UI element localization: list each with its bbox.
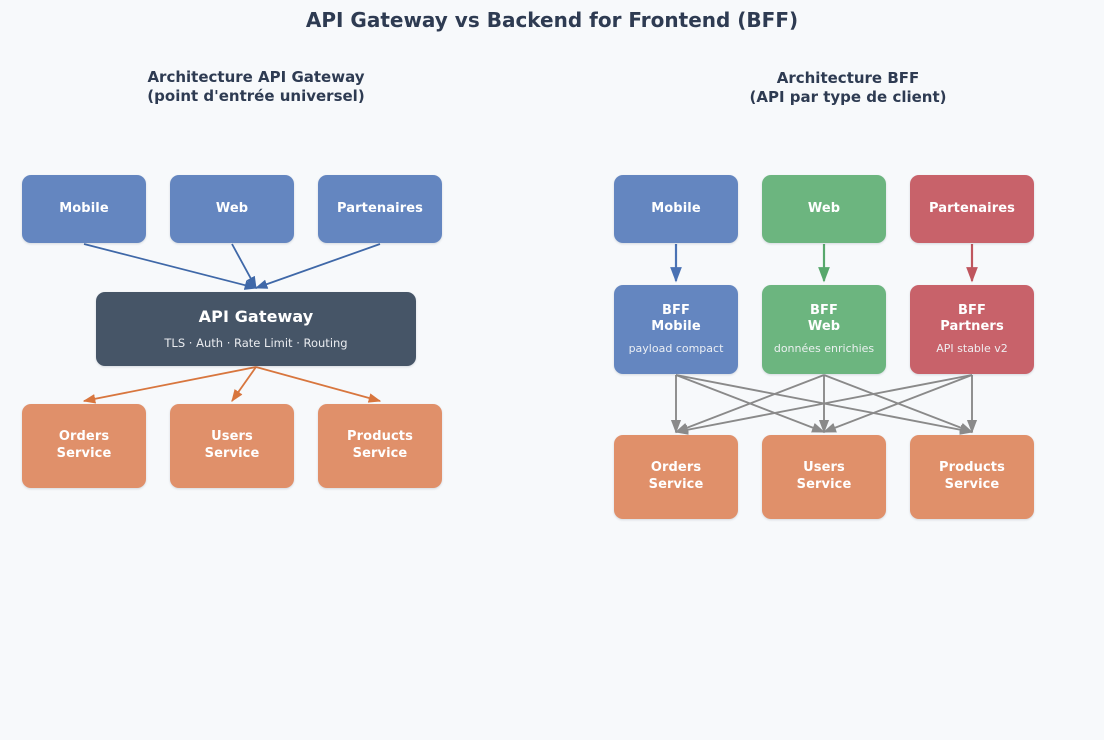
node-subtitle: TLS · Auth · Rate Limit · Routing [164,335,348,350]
edge-arrow [231,243,257,290]
edge-arrow [82,366,257,404]
node-label: Web [807,200,841,216]
panel-heading-line1: Architecture BFF [776,69,920,87]
node-bff-partners[interactable]: BFF Partners API stable v2 [910,285,1034,374]
panel-heading-line2: (API par type de client) [749,87,947,106]
edge-arrow [675,374,974,435]
edge-arrow [674,374,973,435]
node-label: BFF Web [807,302,841,335]
node-label: Users Service [796,460,852,492]
edge-arrow [822,374,973,433]
node-subtitle: API stable v2 [936,342,1008,356]
node-right-client-partenaires[interactable]: Partenaires [910,175,1034,243]
node-subtitle: payload compact [628,342,724,356]
node-label: Orders Service [56,429,112,461]
node-left-client-mobile[interactable]: Mobile [22,175,146,243]
node-left-client-partenaires[interactable]: Partenaires [318,175,442,243]
node-bff-mobile[interactable]: BFF Mobile payload compact [614,285,738,374]
node-left-service-orders[interactable]: Orders Service [22,404,146,488]
node-label: BFF Mobile [651,302,701,335]
node-label: Orders Service [648,460,704,492]
edge-arrow [823,374,974,433]
node-left-service-users[interactable]: Users Service [170,404,294,488]
edge-arrow [255,366,382,403]
node-label: Mobile [651,200,701,216]
node-right-client-web[interactable]: Web [762,175,886,243]
edge-arrow [675,374,826,433]
node-left-service-products[interactable]: Products Service [318,404,442,488]
edge-arrow [254,243,381,289]
page-title: API Gateway vs Backend for Frontend (BFF… [305,8,799,32]
node-label: Products Service [347,429,413,461]
edge-arrow [674,374,825,433]
node-subtitle: données enrichies [773,342,875,356]
edge-arrow [231,366,257,403]
edge-arrow [83,243,258,290]
node-label: Web [215,200,249,216]
node-label: Partenaires [337,200,423,216]
node-bff-web[interactable]: BFF Web données enrichies [762,285,886,374]
node-right-client-mobile[interactable]: Mobile [614,175,738,243]
panel-heading-line1: Architecture API Gateway [147,68,365,86]
node-label: Mobile [59,200,109,216]
panel-heading-api-gateway: Architecture API Gateway (point d'entrée… [56,68,456,106]
node-api-gateway[interactable]: API Gateway TLS · Auth · Rate Limit · Ro… [96,292,416,366]
node-label: API Gateway [198,307,314,327]
node-label: Users Service [204,429,260,461]
node-right-service-products[interactable]: Products Service [910,435,1034,519]
panel-heading-bff: Architecture BFF (API par type de client… [648,69,1048,107]
node-left-client-web[interactable]: Web [170,175,294,243]
node-right-service-users[interactable]: Users Service [762,435,886,519]
node-label: Products Service [939,460,1005,492]
node-label: BFF Partners [940,302,1004,335]
node-right-service-orders[interactable]: Orders Service [614,435,738,519]
panel-heading-line2: (point d'entrée universel) [147,86,365,105]
node-label: Partenaires [929,200,1015,216]
